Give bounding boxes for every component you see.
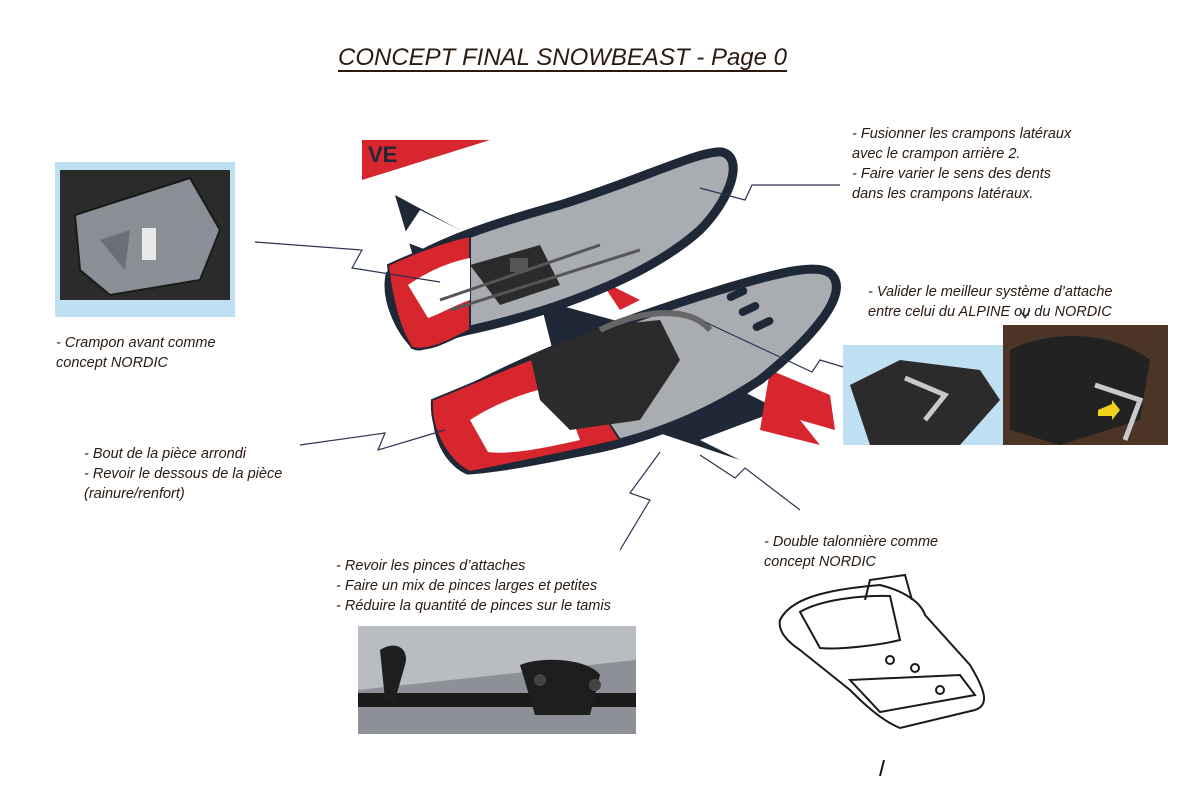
note-line: - Revoir le dessous de la pièce <box>84 466 283 482</box>
red-banner: VE <box>362 140 490 180</box>
note-line: - Faire un mix de pinces larges et petit… <box>336 578 598 594</box>
note-line: - Double talonnière comme <box>764 534 939 550</box>
note-line: - Valider le meilleur système d’attache <box>868 284 1113 300</box>
snowshoe-front <box>430 264 841 475</box>
heel-lift-sketch <box>778 573 985 777</box>
binding-inset <box>843 325 1168 445</box>
note-line: (rainure/renfort) <box>84 486 185 502</box>
leader-lines <box>254 184 1031 551</box>
note-line: concept NORDIC <box>56 355 169 371</box>
page-title: CONCEPT FINAL SNOWBEAST - Page 0 <box>338 44 788 71</box>
note-line: - Bout de la pièce arrondi <box>84 446 247 462</box>
note-line: avec le crampon arrière 2. <box>852 146 1021 162</box>
note-line: entre celui du ALPINE ou du NORDIC <box>868 304 1112 320</box>
note-tip-piece: - Bout de la pièce arrondi - Revoir le d… <box>84 444 282 504</box>
note-binding: - Valider le meilleur système d’attache … <box>868 282 1112 322</box>
note-heel-lift: - Double talonnière comme concept NORDIC <box>764 532 938 572</box>
front-crampon-inset <box>55 162 235 317</box>
note-clips: - Revoir les pinces d’attaches - Faire u… <box>336 556 611 616</box>
note-line: - Faire varier le sens des dents <box>852 166 1052 182</box>
note-line: concept NORDIC <box>764 554 877 570</box>
clips-inset <box>358 626 636 734</box>
note-side-crampons: - Fusionner les crampons latéraux avec l… <box>852 124 1071 204</box>
note-front-crampon: - Crampon avant comme concept NORDIC <box>56 333 216 373</box>
banner-text: VE <box>368 142 397 167</box>
note-line: - Revoir les pinces d’attaches <box>336 558 526 574</box>
note-line: - Crampon avant comme <box>56 335 216 351</box>
note-line: - Fusionner les crampons latéraux <box>852 126 1072 142</box>
snowshoe-back <box>384 147 738 351</box>
note-line: dans les crampons latéraux. <box>852 186 1034 202</box>
note-line: - Réduire la quantité de pinces sur le t… <box>336 598 611 614</box>
